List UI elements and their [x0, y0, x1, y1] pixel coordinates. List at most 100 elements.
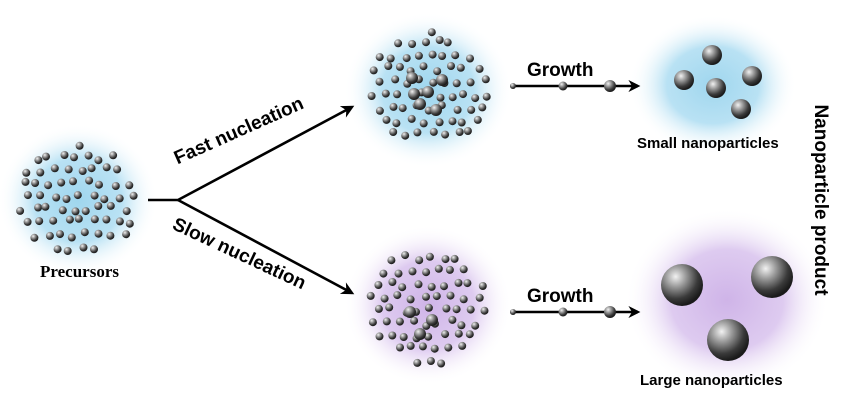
- nucleus-particle: [415, 256, 424, 265]
- nucleus-particle: [459, 295, 468, 304]
- nucleus-particle: [369, 66, 378, 75]
- precursor-particle: [53, 245, 62, 254]
- precursor-particle: [67, 233, 76, 242]
- precursor-particle: [79, 243, 88, 252]
- nucleus-particle: [437, 359, 446, 368]
- fast-nucleation-particles: [367, 28, 491, 140]
- nucleus-particle: [375, 77, 384, 86]
- nucleus-particle: [395, 317, 404, 326]
- nucleus-particle: [419, 119, 428, 128]
- small-nanoparticle: [742, 66, 762, 86]
- nucleus-particle: [380, 294, 389, 303]
- precursor-particles: [16, 141, 138, 255]
- nucleus-particle: [374, 304, 383, 313]
- nucleus-particle-large: [404, 306, 416, 318]
- precursor-particle: [69, 177, 77, 186]
- nucleus-particle: [432, 292, 441, 301]
- nucleus-particle: [422, 268, 431, 277]
- precursor-particle: [52, 193, 61, 202]
- nucleus-particle: [459, 265, 468, 274]
- growth-bead: [510, 309, 516, 315]
- precursor-particle: [31, 179, 40, 187]
- precursor-particle: [73, 191, 82, 200]
- nucleus-particle: [388, 278, 397, 286]
- precursor-particle: [102, 163, 111, 172]
- precursor-particle: [115, 194, 124, 203]
- nucleus-particle: [407, 114, 416, 123]
- nucleus-particle: [455, 128, 464, 136]
- nucleus-particle: [366, 291, 375, 300]
- nanoparticle-product-label: Nanoparticle product: [810, 104, 831, 296]
- nucleus-particle-large: [414, 98, 426, 110]
- precursor-particle: [56, 230, 64, 239]
- nucleus-particle: [413, 128, 422, 137]
- precursor-particle: [94, 202, 103, 210]
- precursor-particle: [90, 191, 99, 200]
- nucleus-particle: [418, 342, 427, 351]
- nucleus-particle: [428, 50, 437, 59]
- nucleus-particle: [441, 330, 450, 339]
- precursor-particle: [85, 176, 94, 185]
- nucleus-particle-large: [422, 86, 434, 98]
- nucleus-particle: [382, 317, 391, 326]
- precursor-particle: [106, 231, 115, 240]
- precursor-particle: [90, 245, 98, 254]
- nucleus-particle: [406, 295, 415, 304]
- growth-label-top: Growth: [527, 60, 594, 81]
- precursor-particle: [57, 178, 66, 187]
- nucleus-particle: [435, 118, 444, 127]
- nucleus-particle: [389, 102, 398, 111]
- growth-bead: [558, 81, 568, 91]
- precursor-particle: [42, 152, 50, 161]
- nucleus-particle: [392, 119, 401, 128]
- precursor-particle: [87, 164, 96, 173]
- nucleus-particle: [379, 269, 388, 278]
- precursor-particle: [95, 180, 103, 189]
- nucleus-particle: [441, 130, 450, 139]
- nucleus-particle: [374, 281, 383, 289]
- nucleus-particle: [394, 39, 403, 48]
- precursor-particle: [84, 151, 93, 160]
- nucleus-particle: [459, 90, 467, 99]
- precursor-particle: [109, 151, 118, 160]
- precursor-particle: [90, 215, 99, 224]
- nucleus-particle: [448, 117, 457, 126]
- nucleus-particle: [396, 343, 404, 352]
- slow-nucleation-particles: [366, 251, 489, 368]
- nucleus-particle: [422, 292, 430, 301]
- nucleus-particle: [436, 93, 445, 102]
- nucleus-particle: [414, 280, 423, 289]
- nucleus-particle: [414, 51, 423, 60]
- nucleus-particle: [419, 62, 428, 71]
- precursor-particle: [36, 191, 45, 200]
- precursor-particle: [71, 207, 80, 216]
- nucleus-particle: [457, 321, 466, 330]
- precursor-particle: [125, 219, 134, 228]
- precursor-particle: [106, 201, 115, 210]
- nucleus-particle: [381, 89, 390, 98]
- precursor-particle: [34, 203, 43, 212]
- precursor-particle: [16, 206, 25, 215]
- nucleus-particle: [410, 316, 419, 325]
- nucleus-particle: [466, 78, 475, 87]
- precursor-particle: [94, 156, 103, 165]
- precursor-particle: [63, 247, 72, 255]
- precursor-particle: [100, 195, 109, 204]
- nucleus-particle: [424, 332, 433, 341]
- nucleus-particle: [367, 92, 376, 100]
- nucleus-particle: [438, 52, 447, 60]
- nucleus-particle: [467, 105, 476, 114]
- growth-bead: [510, 83, 516, 89]
- precursor-particle: [111, 182, 120, 190]
- precursor-particle: [129, 191, 138, 200]
- precursor-particle: [44, 181, 53, 190]
- nucleus-particle: [443, 38, 452, 47]
- nucleus-particle: [385, 303, 394, 312]
- nucleus-particle: [478, 282, 487, 290]
- large-nanoparticle: [661, 264, 703, 306]
- nucleus-particle: [457, 118, 466, 127]
- precursor-particle: [62, 195, 71, 203]
- nucleus-particle: [435, 36, 444, 44]
